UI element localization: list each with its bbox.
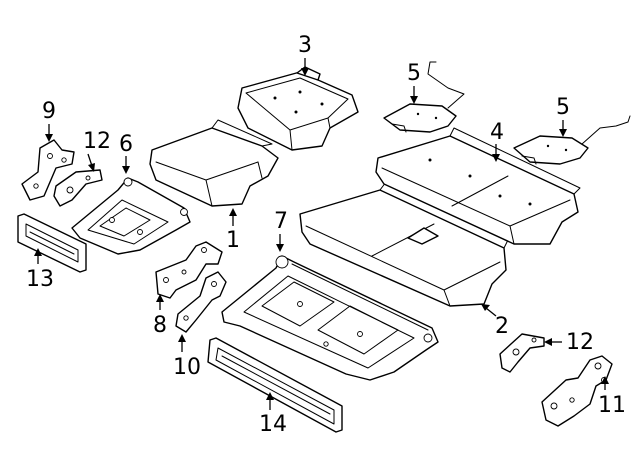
part-12-bracket-right (499, 333, 545, 373)
callout-9: 9 (42, 99, 56, 124)
leader-13 (34, 248, 42, 264)
part-9-bracket (21, 139, 75, 201)
callout-5-right: 5 (556, 95, 570, 120)
part-1-cushion (149, 119, 279, 207)
part-12-bracket-left (53, 169, 103, 207)
callout-4: 4 (490, 120, 504, 145)
leader-11 (601, 376, 609, 390)
callout-2: 2 (495, 314, 509, 339)
leader-14 (266, 392, 274, 410)
part-6-seat-frame (71, 177, 191, 255)
part-3-cushion (237, 66, 359, 151)
leader-8 (156, 294, 164, 310)
callout-5-upper: 5 (407, 61, 421, 86)
callout-12-left: 12 (83, 129, 111, 154)
callout-1: 1 (226, 228, 240, 253)
callout-10: 10 (173, 355, 201, 380)
leader-3 (301, 58, 309, 76)
leader-5-right (559, 120, 567, 137)
callout-8: 8 (153, 313, 167, 338)
leader-10 (178, 334, 186, 352)
leader-12-left (87, 153, 95, 172)
part-14-trim (207, 337, 343, 433)
part-5-cover-right (513, 115, 631, 165)
part-4-cushion (375, 127, 581, 245)
callout-12-right: 12 (566, 330, 594, 355)
leader-4 (492, 144, 500, 162)
callout-3: 3 (298, 33, 312, 58)
part-10-bracket (175, 271, 227, 333)
leader-9 (45, 124, 53, 142)
leader-1 (229, 208, 237, 226)
callout-11: 11 (598, 393, 626, 418)
leader-7 (276, 234, 284, 252)
leader-6 (122, 156, 130, 174)
callout-7: 7 (274, 209, 288, 234)
leader-12-right (544, 338, 562, 346)
part-7-seat-frame (221, 255, 439, 381)
part-13-trim (17, 213, 87, 273)
leader-5-upper (410, 86, 418, 104)
callout-14: 14 (259, 412, 287, 437)
callout-13: 13 (26, 267, 54, 292)
part-8-bracket (155, 241, 223, 299)
leader-2 (481, 304, 497, 317)
part-5-cover-upper (383, 61, 465, 133)
callout-6: 6 (119, 132, 133, 157)
